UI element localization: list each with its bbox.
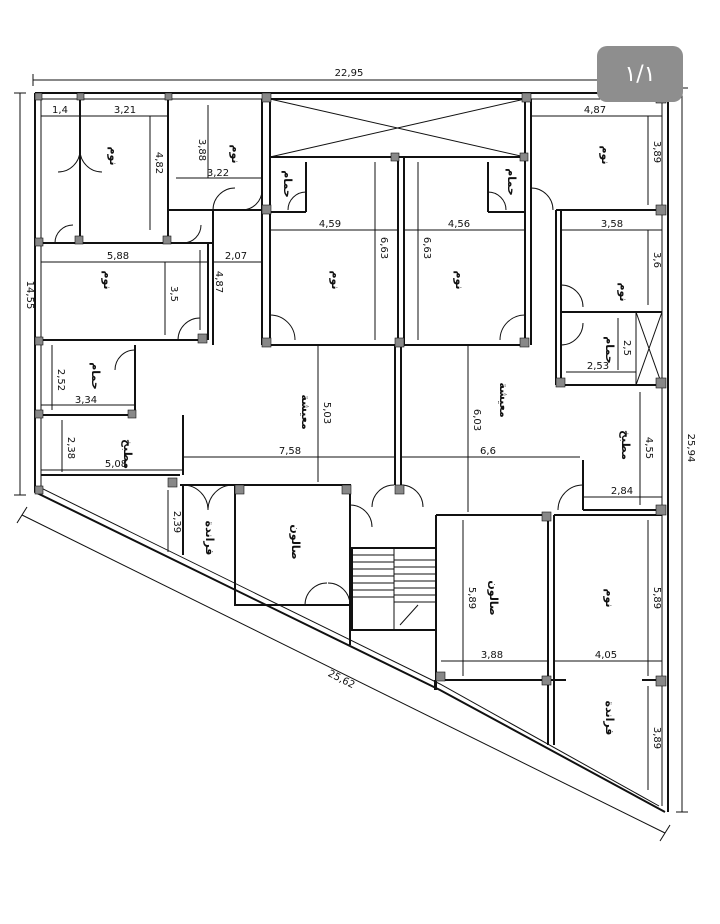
label-living-1: معيشة [299, 394, 312, 429]
label-kitchen-2: مطبخ [121, 439, 134, 469]
dim-3-89a: 3,89 [651, 141, 662, 163]
dim-5-89a: 5,89 [466, 587, 477, 609]
label-suitcase-2: فراندة [603, 701, 616, 736]
label-bedroom-1: نوم [107, 146, 120, 165]
dim-6-63b: 6,63 [421, 237, 432, 259]
dim-overall-height-left: 14,55 [24, 281, 35, 310]
dim-2-84: 2,84 [611, 486, 633, 497]
page-number-badge: ١/١ [597, 46, 683, 102]
label-bath-4: حمام [89, 362, 102, 390]
dim-6-03: 6,03 [471, 409, 482, 431]
dim-4-82: 4,82 [153, 152, 164, 174]
dim-2-38: 2,38 [65, 437, 76, 459]
overall-dimensions: 22,95 14,55 25,94 25,62 [14, 68, 696, 842]
label-bedroom-8: نوم [603, 588, 616, 607]
columns [34, 92, 667, 687]
dim-3-22: 3,22 [207, 168, 229, 179]
dim-1-4: 1,4 [52, 105, 68, 116]
dim-2-52: 2,52 [55, 369, 66, 391]
label-bath-1: حمام [281, 170, 294, 198]
dim-3-89b: 3,89 [651, 727, 662, 749]
dim-3-6: 3,6 [651, 252, 662, 268]
label-bath-2: حمام [505, 168, 518, 196]
dim-4-55: 4,55 [643, 437, 654, 459]
dim-5-08: 5,08 [105, 459, 127, 470]
dim-3-21: 3,21 [114, 105, 136, 116]
dim-overall-height-right: 25,94 [685, 434, 696, 463]
label-kitchen-1: مطبخ [619, 430, 632, 460]
room-labels: نوم نوم حمام حمام نوم نوم نوم نوم نوم حم… [89, 144, 632, 735]
dim-6-6: 6,6 [480, 446, 496, 457]
dim-4-05: 4,05 [595, 650, 617, 661]
dim-5-89b: 5,89 [651, 587, 662, 609]
dim-7-58: 7,58 [279, 446, 301, 457]
dim-3-34: 3,34 [75, 395, 97, 406]
dim-3-88a: 3,88 [196, 139, 207, 161]
label-bedroom-5: نوم [453, 270, 466, 289]
label-living-2: معيشة [497, 382, 510, 417]
doors [54, 149, 584, 606]
dim-overall-width: 22,95 [335, 68, 364, 79]
dim-2-53: 2,53 [587, 361, 609, 372]
dim-3-5: 3,5 [168, 286, 179, 302]
staircase [351, 547, 437, 631]
dim-5-88: 5,88 [107, 251, 129, 262]
dim-5-03: 5,03 [321, 402, 332, 424]
dim-4-56: 4,56 [448, 219, 470, 230]
label-bedroom-3: نوم [599, 145, 612, 164]
dim-2-07: 2,07 [225, 251, 247, 262]
dim-6-63a: 6,63 [378, 237, 389, 259]
dim-4-87b: 4,87 [213, 271, 224, 293]
interior-walls [41, 98, 663, 745]
label-bedroom-4: نوم [329, 270, 342, 289]
dim-4-87a: 4,87 [584, 105, 606, 116]
label-salon-1: صالون [289, 524, 302, 559]
dim-2-39: 2,39 [171, 511, 182, 533]
interior-dimensions: 1,4 3,21 4,82 3,88 3,22 4,87 3,89 4,59 6… [41, 105, 662, 790]
dim-3-58: 3,58 [601, 219, 623, 230]
label-suitcase-1: فراندة [203, 521, 216, 556]
dim-3-88b: 3,88 [481, 650, 503, 661]
label-bedroom-2: نوم [229, 144, 242, 163]
label-bedroom-6: نوم [101, 270, 114, 289]
label-bath-3: حمام [603, 336, 616, 364]
label-salon-2: صالون [487, 580, 500, 615]
dim-2-5: 2,5 [621, 340, 632, 356]
dim-4-59: 4,59 [319, 219, 341, 230]
dim-diagonal: 25,62 [326, 668, 357, 691]
label-bedroom-7: نوم [617, 282, 630, 301]
